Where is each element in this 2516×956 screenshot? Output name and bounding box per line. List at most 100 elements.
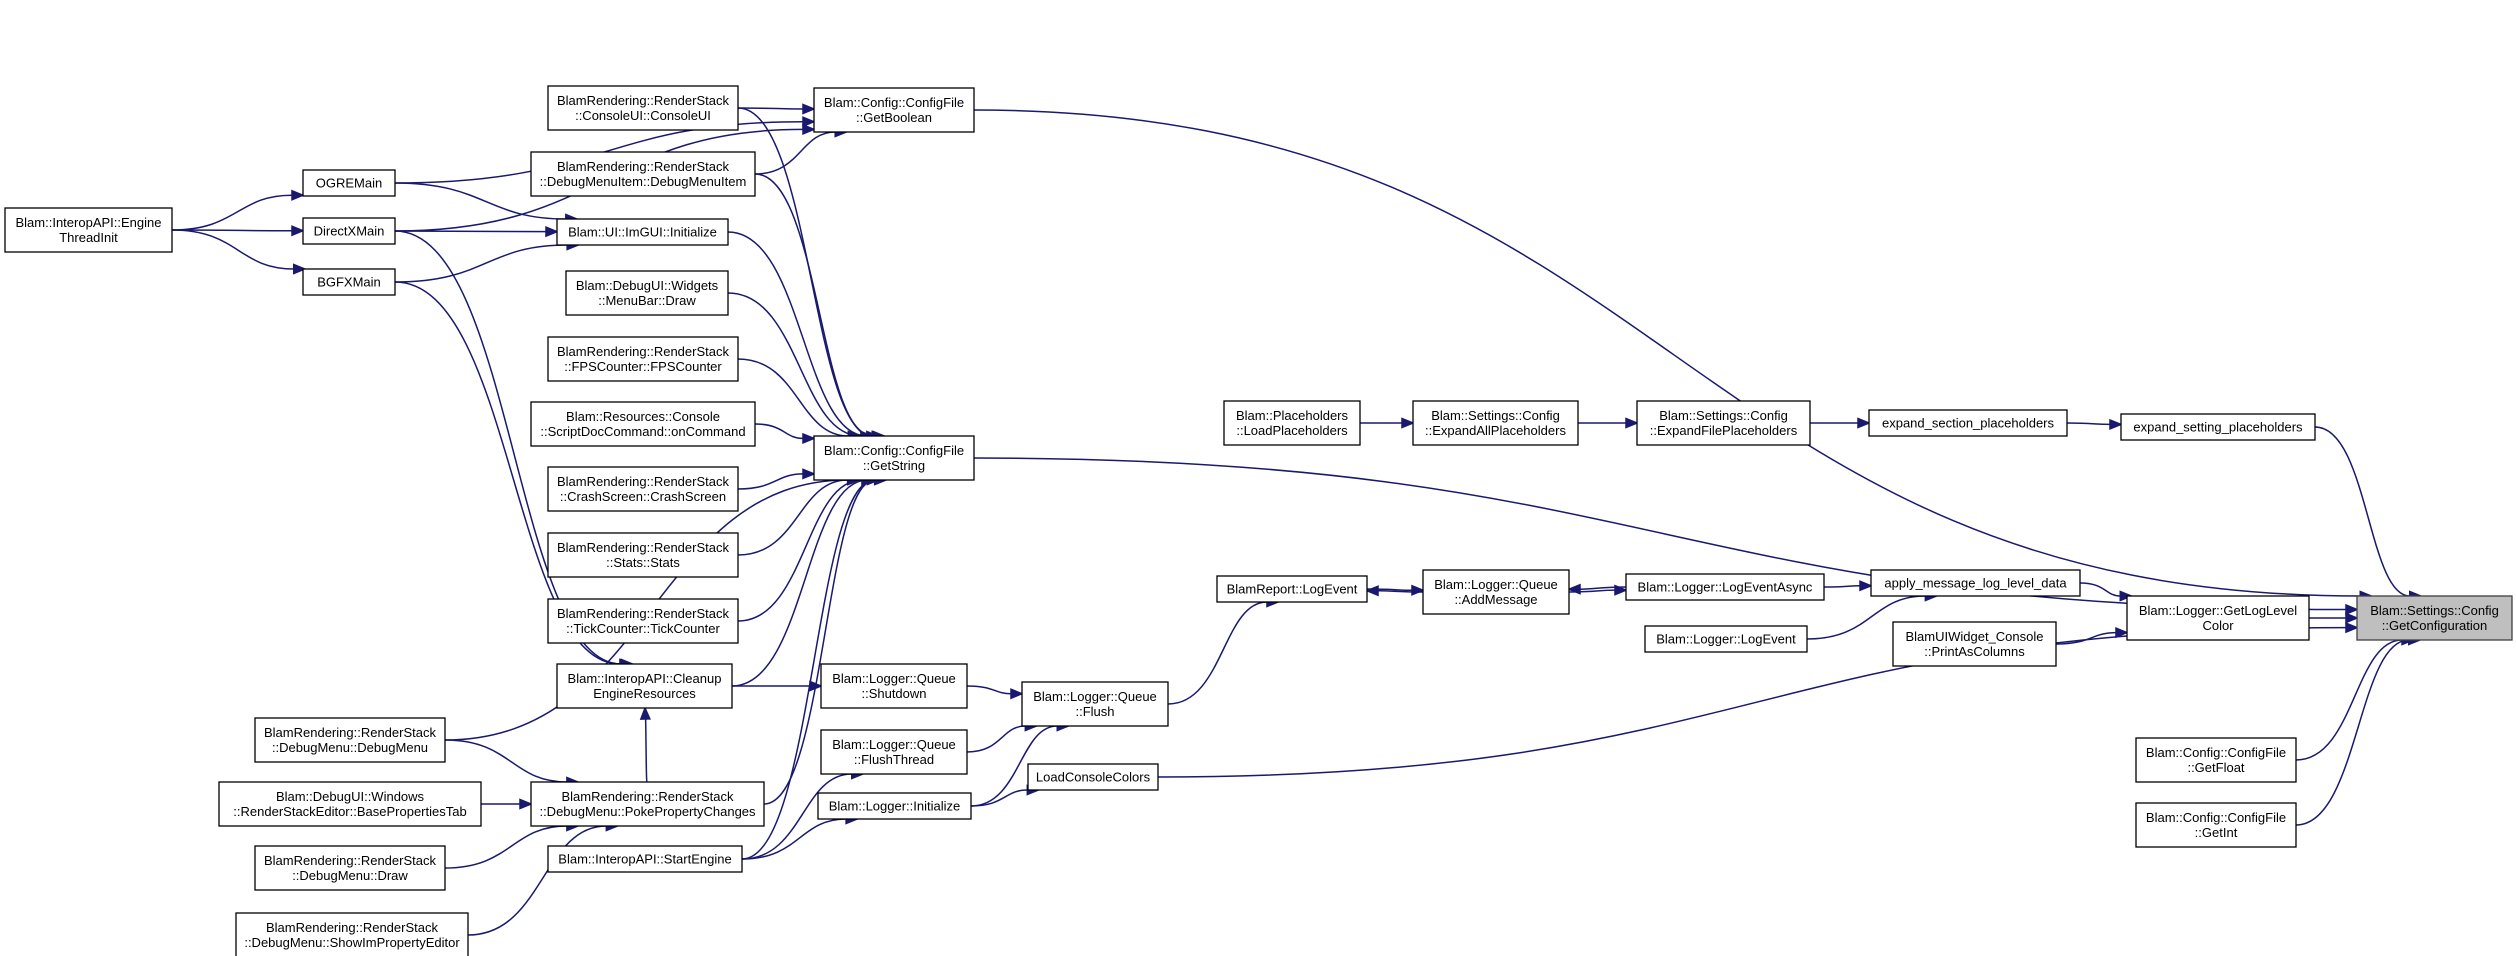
- node-box: [302, 169, 396, 197]
- node-label-line: Blam::UI::ImGUI::Initialize: [568, 225, 717, 240]
- node-startengine[interactable]: Blam::InteropAPI::StartEngine: [547, 845, 743, 873]
- node-crashscreen[interactable]: BlamRendering::RenderStack::CrashScreen:…: [547, 466, 739, 512]
- node-stats[interactable]: BlamRendering::RenderStack::Stats::Stats: [547, 532, 739, 578]
- node-label-line: ::PrintAsColumns: [1924, 644, 2025, 659]
- node-label-line: ::GetBoolean: [856, 110, 932, 125]
- node-imgui_init[interactable]: Blam::UI::ImGUI::Initialize: [556, 218, 729, 246]
- edge-arrowhead: [2115, 626, 2129, 639]
- node-label-line: Blam::InteropAPI::StartEngine: [558, 852, 731, 867]
- node-box: [302, 268, 396, 296]
- node-getconfiguration[interactable]: Blam::Settings::Config::GetConfiguration: [2356, 595, 2513, 641]
- node-loadconsolecolors[interactable]: LoadConsoleColors: [1027, 763, 1159, 791]
- node-box: [530, 781, 765, 827]
- node-scriptdoc[interactable]: Blam::Resources::Console::ScriptDocComma…: [530, 401, 756, 447]
- edge-expand_all-to-expand_file: [1578, 417, 1639, 429]
- edge-engine_threadinit-to-directxmain: [171, 225, 305, 237]
- edge-line: [727, 231, 867, 437]
- node-printascolumns[interactable]: BlamUIWidget_Console::PrintAsColumns: [1892, 621, 2057, 667]
- node-box: [254, 845, 446, 891]
- node-label-line: BlamRendering::RenderStack: [557, 474, 729, 489]
- node-box: [302, 217, 396, 245]
- edge-line: [2314, 426, 2410, 597]
- node-box: [1412, 400, 1579, 446]
- node-queue_addmessage[interactable]: Blam::Logger::Queue::AddMessage: [1422, 569, 1570, 615]
- node-label-line: expand_section_placeholders: [1882, 416, 2055, 431]
- node-logger_init[interactable]: Blam::Logger::Initialize: [817, 792, 972, 820]
- node-expand_all[interactable]: Blam::Settings::Config::ExpandAllPlaceho…: [1412, 400, 1579, 446]
- node-showimprop[interactable]: BlamRendering::RenderStack::DebugMenu::S…: [235, 912, 469, 956]
- node-box: [1625, 573, 1825, 601]
- edge-arrowhead: [2345, 622, 2359, 634]
- edge-engine_threadinit-to-ogremain: [171, 189, 305, 231]
- edge-debugmenuitem-to-getstring: [754, 173, 886, 442]
- node-label-line: ::DebugMenu::ShowImPropertyEditor: [244, 935, 460, 950]
- edge-line: [737, 479, 862, 622]
- node-pokeprop[interactable]: BlamRendering::RenderStack::DebugMenu::P…: [530, 781, 765, 827]
- node-label-line: Blam::Logger::Initialize: [829, 799, 961, 814]
- edge-line: [171, 229, 293, 232]
- node-debugmenu_ctor[interactable]: BlamRendering::RenderStack::DebugMenu::D…: [254, 717, 446, 763]
- edge-line: [737, 473, 804, 490]
- edge-arrowhead: [802, 468, 816, 480]
- node-expand_setting[interactable]: expand_setting_placeholders: [2120, 413, 2316, 441]
- node-expand_file[interactable]: Blam::Settings::Config::ExpandFilePlaceh…: [1636, 400, 1811, 446]
- edge-line: [2295, 639, 2409, 826]
- node-getboolean[interactable]: Blam::Config::ConfigFile::GetBoolean: [813, 87, 975, 133]
- node-box: [820, 663, 968, 709]
- node-queue_shutdown[interactable]: Blam::Logger::Queue::Shutdown: [820, 663, 968, 709]
- node-label-line: BlamRendering::RenderStack: [562, 789, 734, 804]
- edge-arrowhead: [2109, 418, 2123, 431]
- node-logeventasync[interactable]: Blam::Logger::LogEventAsync: [1625, 573, 1825, 601]
- node-debugmenu_draw[interactable]: BlamRendering::RenderStack::DebugMenu::D…: [254, 845, 446, 891]
- node-label-line: BlamRendering::RenderStack: [264, 853, 436, 868]
- node-blamreport_logevent[interactable]: BlamReport::LogEvent: [1216, 575, 1368, 603]
- node-box: [547, 85, 739, 131]
- edge-line: [171, 229, 294, 270]
- node-label-line: Blam::Settings::Config: [2370, 603, 2499, 618]
- node-label-line: ::ExpandAllPlaceholders: [1425, 423, 1566, 438]
- node-queue_flush[interactable]: Blam::Logger::Queue::Flush: [1021, 681, 1169, 727]
- node-debugmenuitem[interactable]: BlamRendering::RenderStack::DebugMenuIte…: [530, 151, 756, 197]
- edge-apply_msg-to-getloglevelcolor: [2079, 582, 2134, 602]
- edge-expand_setting-to-getconfiguration: [2314, 426, 2423, 602]
- node-label-line: Blam::Config::ConfigFile: [2146, 745, 2286, 760]
- node-basepropstab[interactable]: Blam::DebugUI::Windows::RenderStackEdito…: [218, 781, 482, 827]
- node-label-line: BGFXMain: [317, 275, 381, 290]
- node-getfloat[interactable]: Blam::Config::ConfigFile::GetFloat: [2135, 737, 2297, 783]
- edge-showimprop-to-pokeprop: [467, 820, 620, 936]
- node-getint[interactable]: Blam::Config::ConfigFile::GetInt: [2135, 802, 2297, 848]
- node-fpscounter[interactable]: BlamRendering::RenderStack::FPSCounter::…: [547, 336, 739, 382]
- edge-line: [444, 825, 567, 869]
- node-menubar_draw[interactable]: Blam::DebugUI::Widgets::MenuBar::Draw: [565, 270, 729, 316]
- node-directxmain[interactable]: DirectXMain: [302, 217, 396, 245]
- node-getstring[interactable]: Blam::Config::ConfigFile::GetString: [813, 435, 975, 481]
- node-label-line: Blam::Config::ConfigFile: [824, 443, 964, 458]
- node-placeholders_load[interactable]: Blam::Placeholders::LoadPlaceholders: [1223, 400, 1361, 446]
- node-apply_msg[interactable]: apply_message_log_level_data: [1870, 569, 2081, 597]
- edge-crashscreen-to-getstring: [737, 468, 816, 490]
- node-box: [565, 270, 729, 316]
- edge-line: [2066, 422, 2111, 426]
- edge-line: [1157, 626, 2347, 778]
- node-label-line: ::Shutdown: [861, 686, 926, 701]
- node-bgfxmain[interactable]: BGFXMain: [302, 268, 396, 296]
- node-box: [813, 435, 975, 481]
- node-ogremain[interactable]: OGREMain: [302, 169, 396, 197]
- node-label-line: ::GetString: [863, 458, 925, 473]
- node-label-line: Blam::Config::ConfigFile: [824, 95, 964, 110]
- node-label-line: BlamRendering::RenderStack: [557, 606, 729, 621]
- node-tickcounter[interactable]: BlamRendering::RenderStack::TickCounter:…: [547, 598, 739, 644]
- edge-line: [754, 131, 836, 175]
- edge-arrowhead: [1614, 584, 1628, 596]
- edge-line: [763, 479, 875, 805]
- node-queue_flushthread[interactable]: Blam::Logger::Queue::FlushThread: [820, 729, 968, 775]
- node-consoleui[interactable]: BlamRendering::RenderStack::ConsoleUI::C…: [547, 85, 739, 131]
- node-logger_logevent[interactable]: Blam::Logger::LogEvent: [1644, 625, 1808, 653]
- edge-line: [737, 479, 848, 556]
- node-label-line: DirectXMain: [314, 224, 385, 239]
- node-expand_section[interactable]: expand_section_placeholders: [1868, 409, 2068, 437]
